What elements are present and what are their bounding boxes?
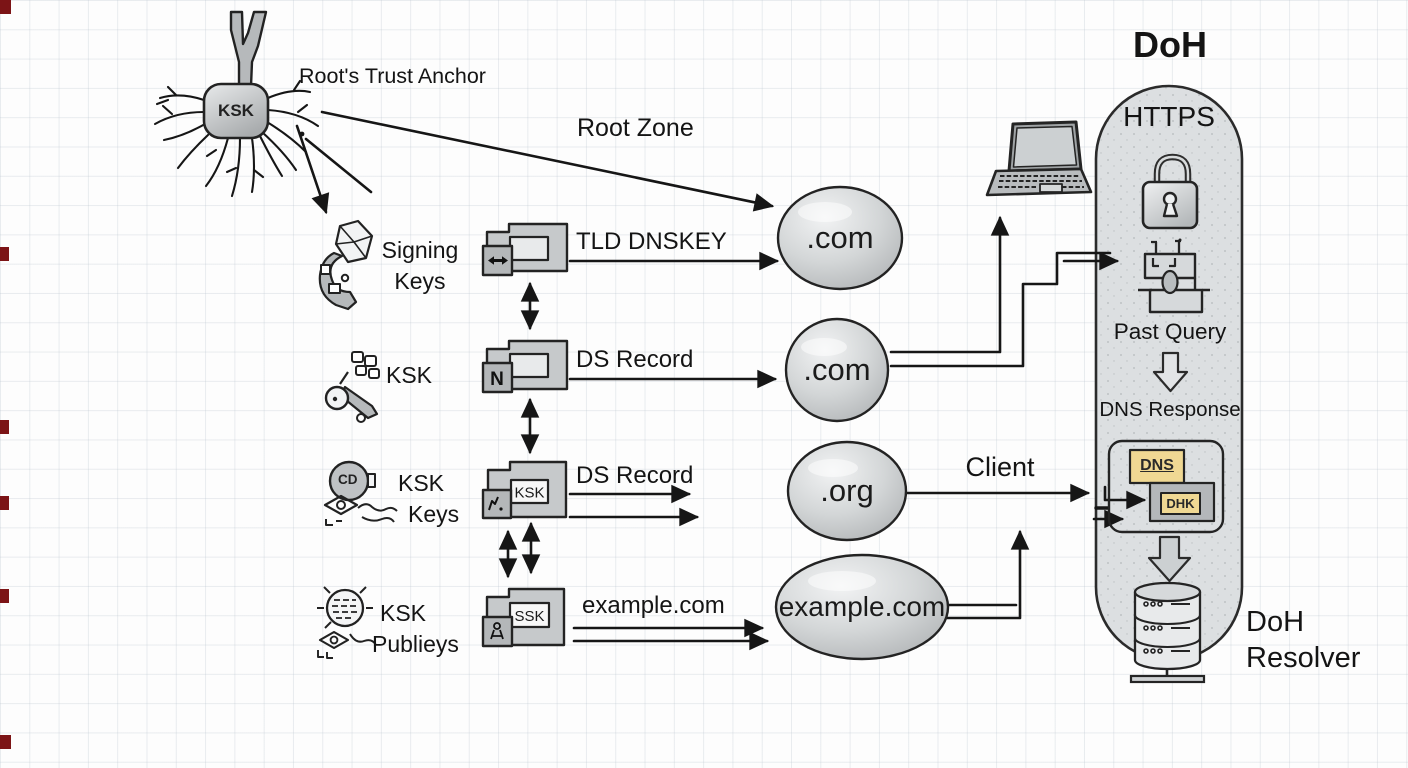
down-arrow-2 (1147, 535, 1192, 583)
folder-badge-scribble-glyph (488, 496, 499, 511)
edge-artifact (0, 735, 11, 749)
client-label: Client (965, 452, 1035, 482)
edge-artifact (0, 0, 11, 14)
connector-icon (1138, 238, 1210, 314)
globe-key-icon (317, 586, 377, 659)
folder-example-com: SSK (481, 587, 566, 648)
down-arrow-1 (1152, 351, 1189, 393)
dns-box-label: DNS (1140, 457, 1174, 474)
ksk-keys-label: KSK Keys (398, 470, 460, 528)
connection-lines (295, 110, 1147, 651)
signing-keys-label: Signing Keys (381, 237, 459, 295)
lock-icon (1141, 153, 1199, 230)
folder-inner-label: KSK (514, 485, 544, 502)
doh-resolver-label: DoH Resolver (1246, 606, 1361, 674)
folder-badge-figure-glyph (490, 622, 504, 640)
folder-ds-record-2: KSK (481, 460, 568, 520)
edge-artifact (0, 496, 9, 510)
zone-example-com: example.com (778, 591, 946, 622)
root-trust-anchor-label: Root's Trust Anchor (299, 64, 486, 88)
signing-key-icon (318, 219, 374, 311)
root-ksk-label: KSK (218, 101, 254, 120)
folder-tld-dnskey (481, 222, 569, 277)
zone-com-2: .com (803, 352, 871, 387)
folder-ds-record-1: N (481, 339, 569, 394)
edge-artifact (0, 247, 9, 261)
dhk-box-label: DHK (1166, 496, 1195, 511)
record-label-tld-dnskey: TLD DNSKEY (576, 228, 727, 255)
https-label: HTTPS (1123, 101, 1215, 132)
folder-inner-label: SSK (514, 608, 544, 625)
ksk-label: KSK (386, 362, 433, 388)
root-anchor-icon (153, 10, 320, 198)
zone-ellipses (774, 185, 950, 661)
folder-badge-letter: N (490, 369, 504, 390)
record-label-ds-record-2: DS Record (576, 462, 694, 489)
folder-badge-arrow-glyph (488, 256, 508, 265)
record-label-ds-record-1: DS Record (576, 346, 694, 373)
dns-response-label: DNS Response (1099, 398, 1241, 421)
zone-org: .org (820, 473, 874, 508)
doh-title: DoH (1133, 24, 1207, 65)
past-query-label: Past Query (1113, 319, 1227, 344)
response-box (1107, 439, 1225, 534)
ksk-keys-icon (324, 351, 380, 423)
laptop-icon (985, 120, 1093, 197)
edge-artifact (0, 589, 9, 603)
root-zone-label: Root Zone (577, 114, 694, 142)
ksk-pubkeys-label: KSK Publieys (372, 600, 459, 658)
zone-com-1: .com (806, 220, 874, 255)
edge-artifact (0, 420, 9, 434)
resolver-database-icon (1129, 581, 1206, 684)
cd-key-icon (323, 460, 398, 526)
record-label-example-com: example.com (582, 592, 725, 619)
cd-badge-label: CD (338, 472, 358, 487)
